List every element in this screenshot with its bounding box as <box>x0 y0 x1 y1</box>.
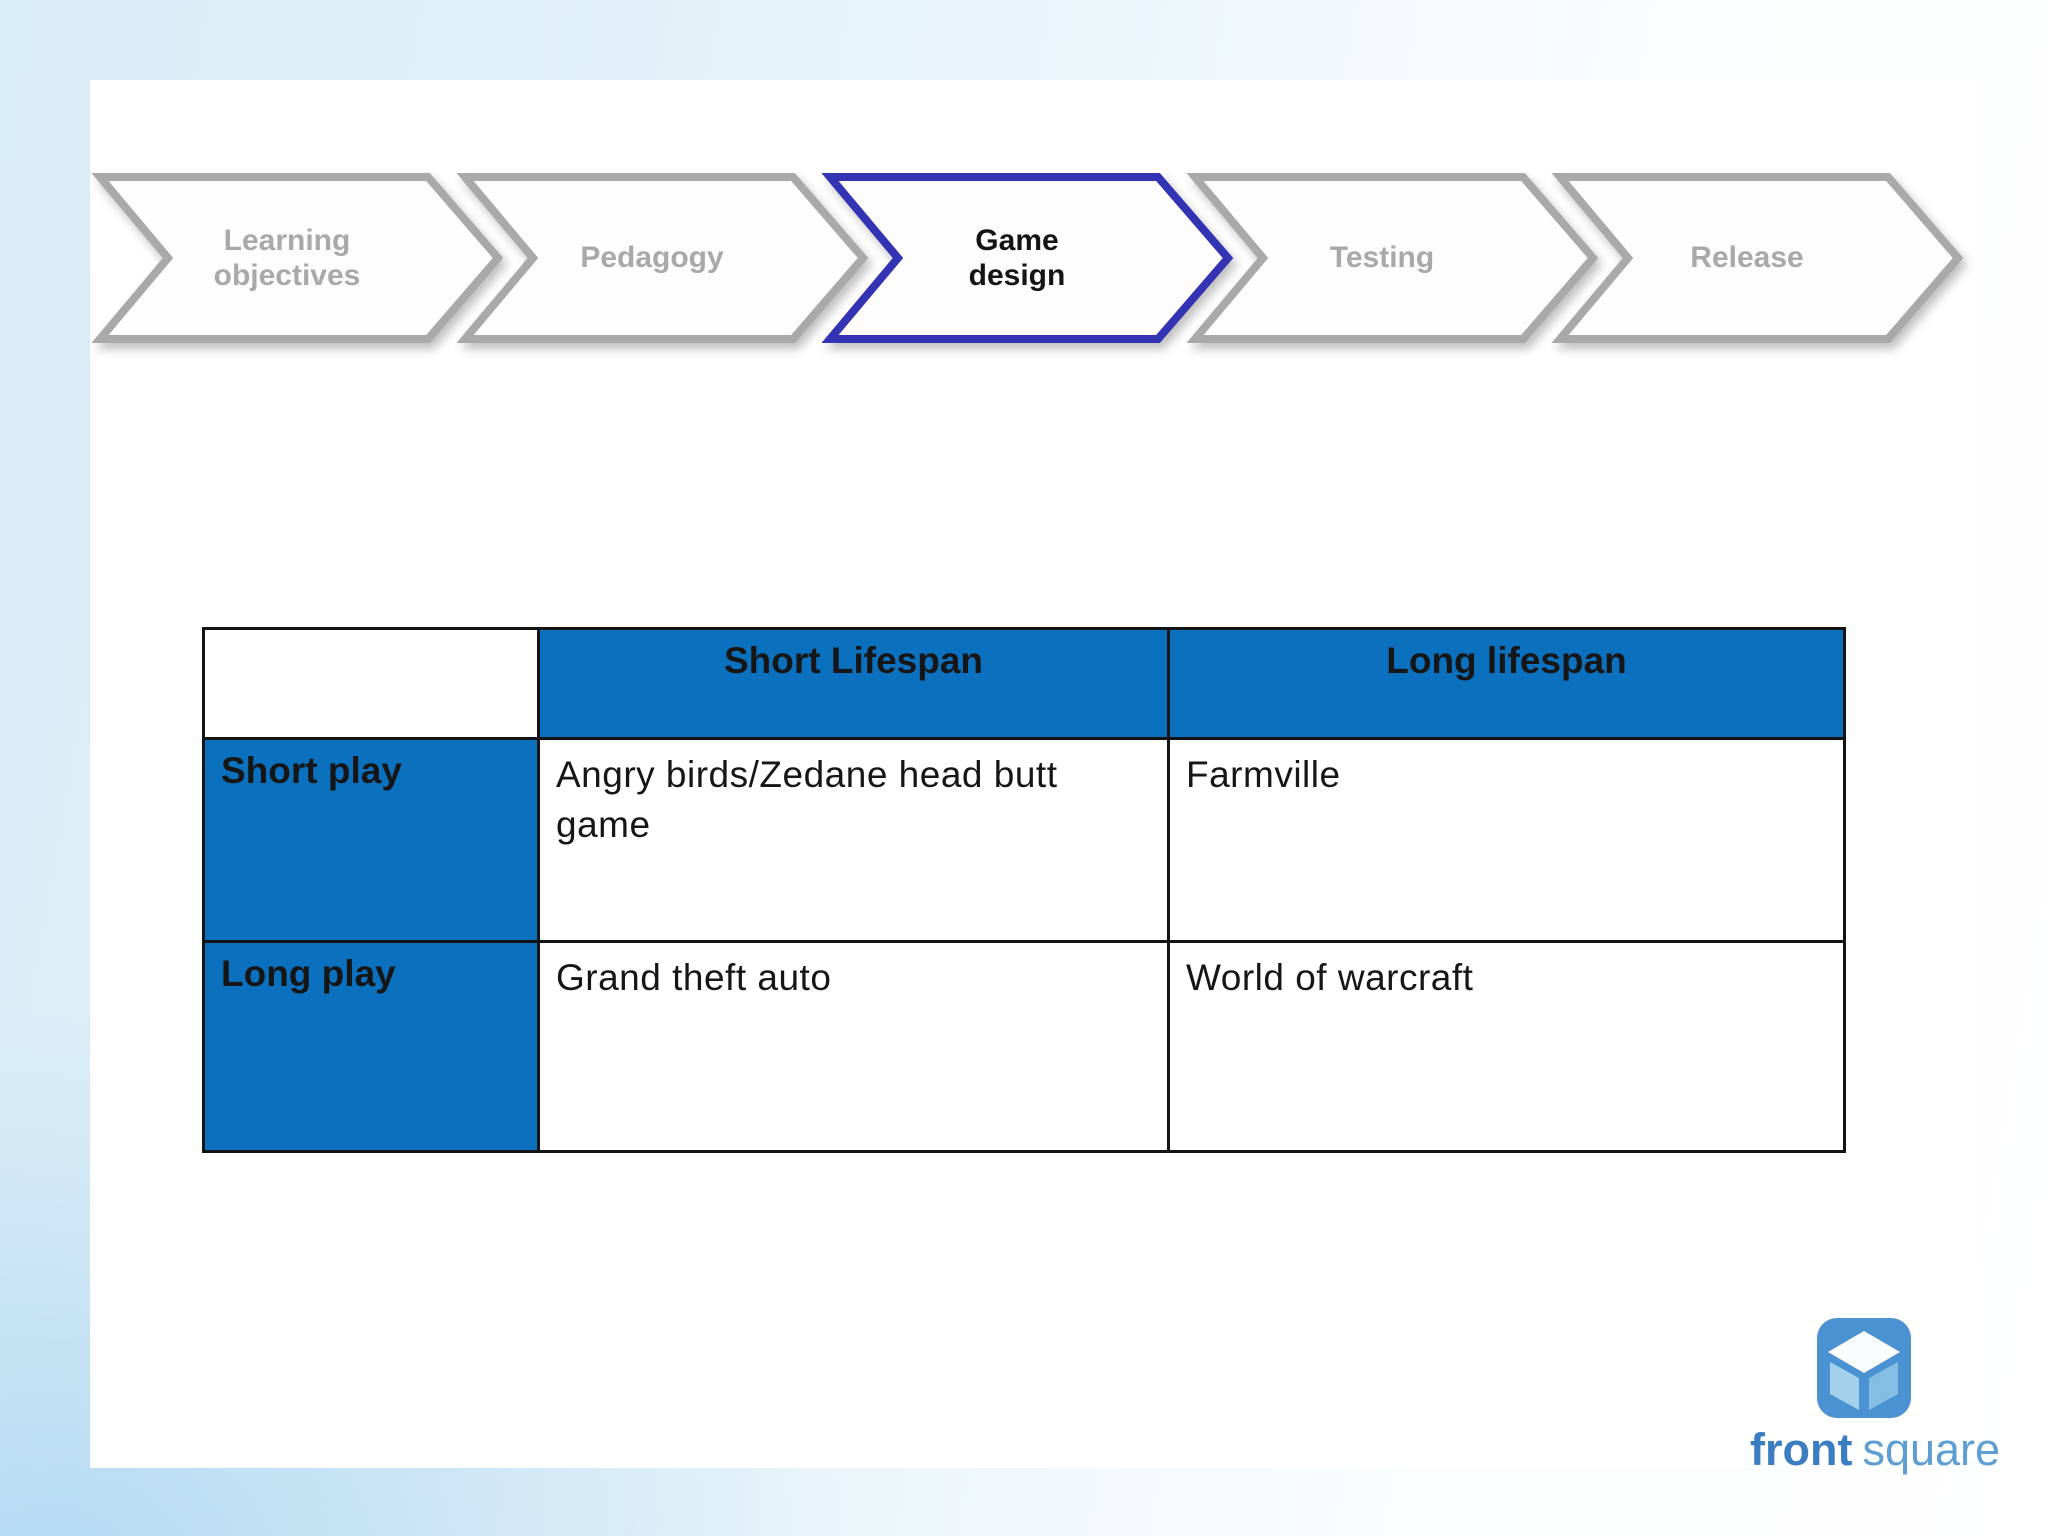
process-step-release: Release <box>1551 173 1966 343</box>
process-step-label: Release <box>1690 241 1804 275</box>
chevron-arrow-icon <box>456 173 869 343</box>
chevron-arrow-icon <box>1186 173 1599 343</box>
lifespan-play-matrix-table: Short Lifespan Long lifespan Short play … <box>202 627 1846 1153</box>
corner-cell <box>202 627 540 740</box>
table-row: Short play Angry birds/Zedane head butt … <box>202 737 1846 943</box>
row-header-short-play: Short play <box>202 737 540 943</box>
table-header-row: Short Lifespan Long lifespan <box>202 627 1846 740</box>
chevron-arrow-icon <box>1551 173 1964 343</box>
process-step-label: Learning objectives <box>213 223 361 292</box>
logo-word-front: front <box>1750 1424 1853 1475</box>
column-header-long-lifespan: Long lifespan <box>1167 627 1846 740</box>
cube-logo-icon <box>1817 1318 1911 1418</box>
table-row: Long play Grand theft auto World of warc… <box>202 940 1846 1153</box>
chevron-arrow-icon <box>821 173 1234 343</box>
table-cell: Grand theft auto <box>537 940 1170 1153</box>
process-step-learning-objectives: Learning objectives <box>91 173 506 343</box>
process-step-label: Testing <box>1329 241 1435 275</box>
table-cell: Angry birds/Zedane head butt game <box>537 737 1170 943</box>
process-step-testing: Testing <box>1186 173 1601 343</box>
logo-word-square: square <box>1862 1424 2001 1475</box>
process-step-game-design: Game design <box>821 173 1236 343</box>
column-header-short-lifespan: Short Lifespan <box>537 627 1170 740</box>
table-cell: World of warcraft <box>1167 940 1846 1153</box>
table-cell: Farmville <box>1167 737 1846 943</box>
row-header-long-play: Long play <box>202 940 540 1153</box>
process-step-pedagogy: Pedagogy <box>456 173 871 343</box>
process-step-label: Pedagogy <box>580 241 724 275</box>
process-step-label: Game design <box>968 223 1066 292</box>
chevron-arrow-icon <box>91 173 504 343</box>
